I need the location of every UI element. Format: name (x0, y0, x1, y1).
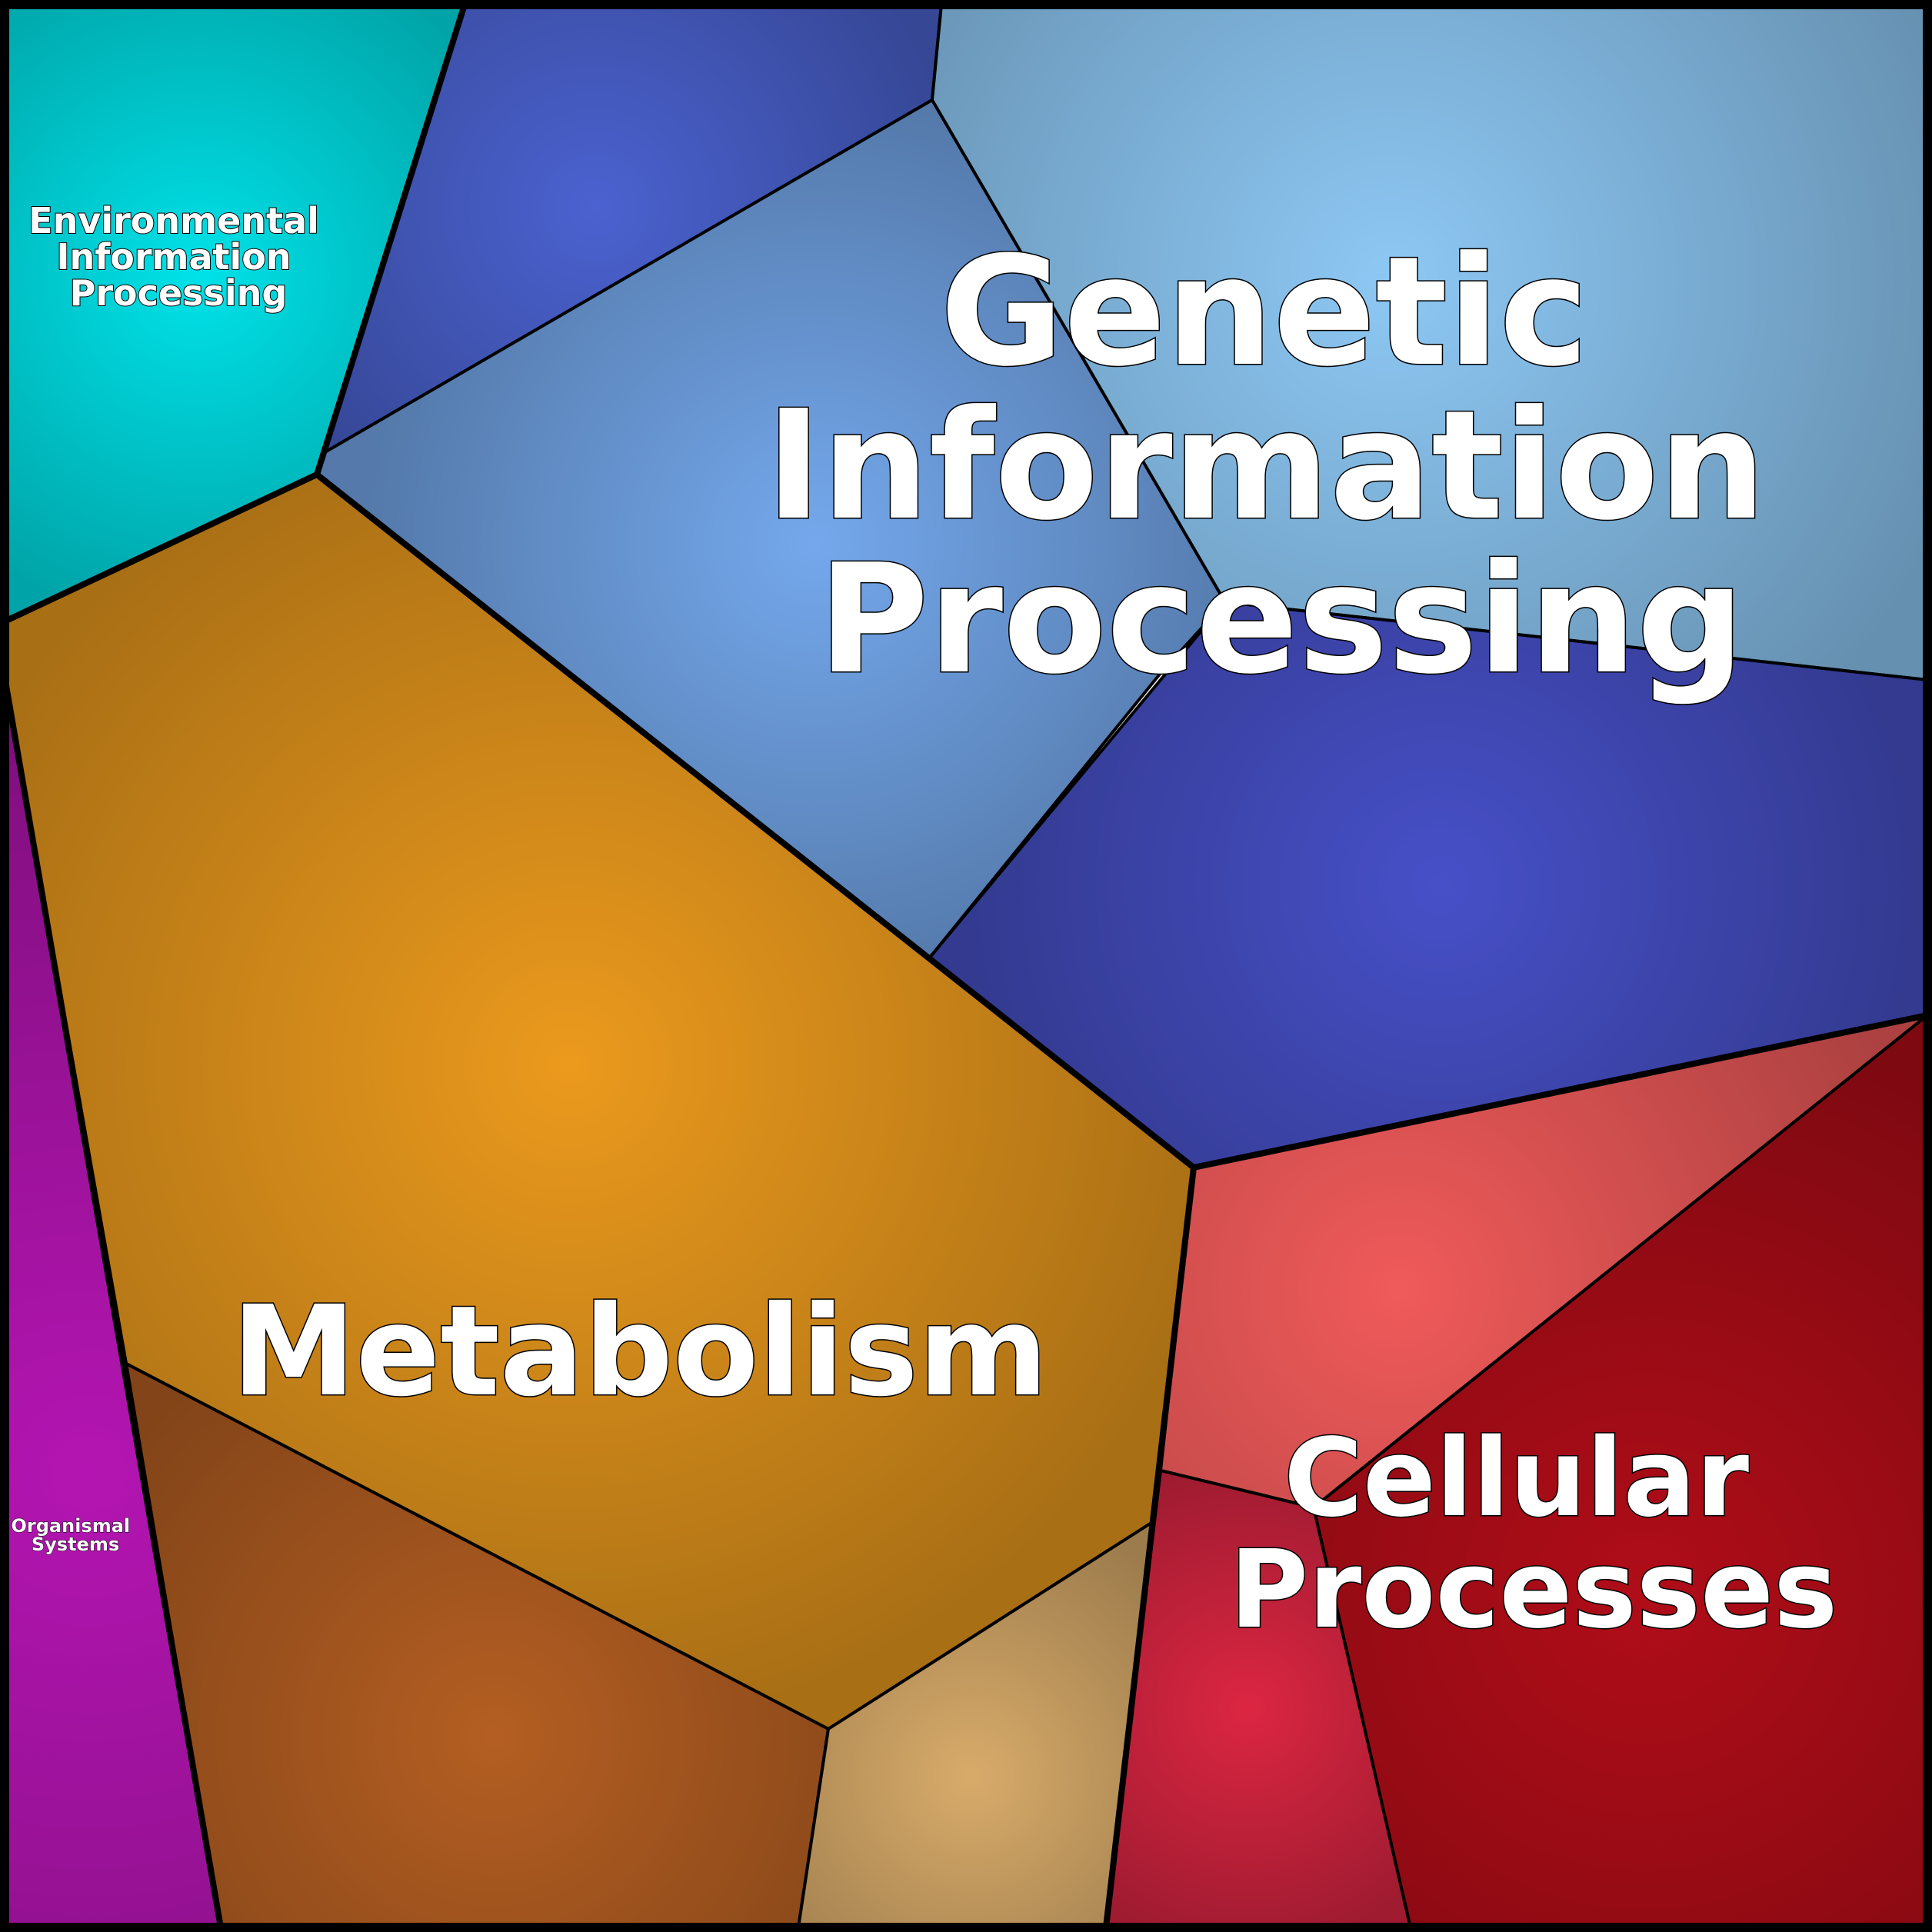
label-cellular-processes: Cellular Processes (1230, 1416, 1838, 1653)
label-line: Processing (818, 532, 1744, 708)
label-line: Processing (70, 272, 288, 314)
label-genetic-information-processing: Genetic Information Processing (766, 225, 1819, 708)
label-line: Organismal (12, 1515, 131, 1537)
label-line: Metabolism (232, 1280, 1048, 1424)
label-line: Genetic (940, 225, 1588, 400)
label-metabolism: Metabolism (232, 1280, 1048, 1424)
label-line: Environmental (28, 200, 319, 242)
label-line: Systems (32, 1534, 119, 1555)
label-environmental-information-processing: Environmental Information Processing (28, 200, 331, 314)
label-line: Information (766, 378, 1767, 554)
label-line: Cellular (1284, 1416, 1749, 1541)
label-line: Processes (1230, 1527, 1838, 1653)
label-organismal-systems: Organismal Systems (12, 1515, 137, 1555)
label-line: Information (56, 236, 291, 278)
